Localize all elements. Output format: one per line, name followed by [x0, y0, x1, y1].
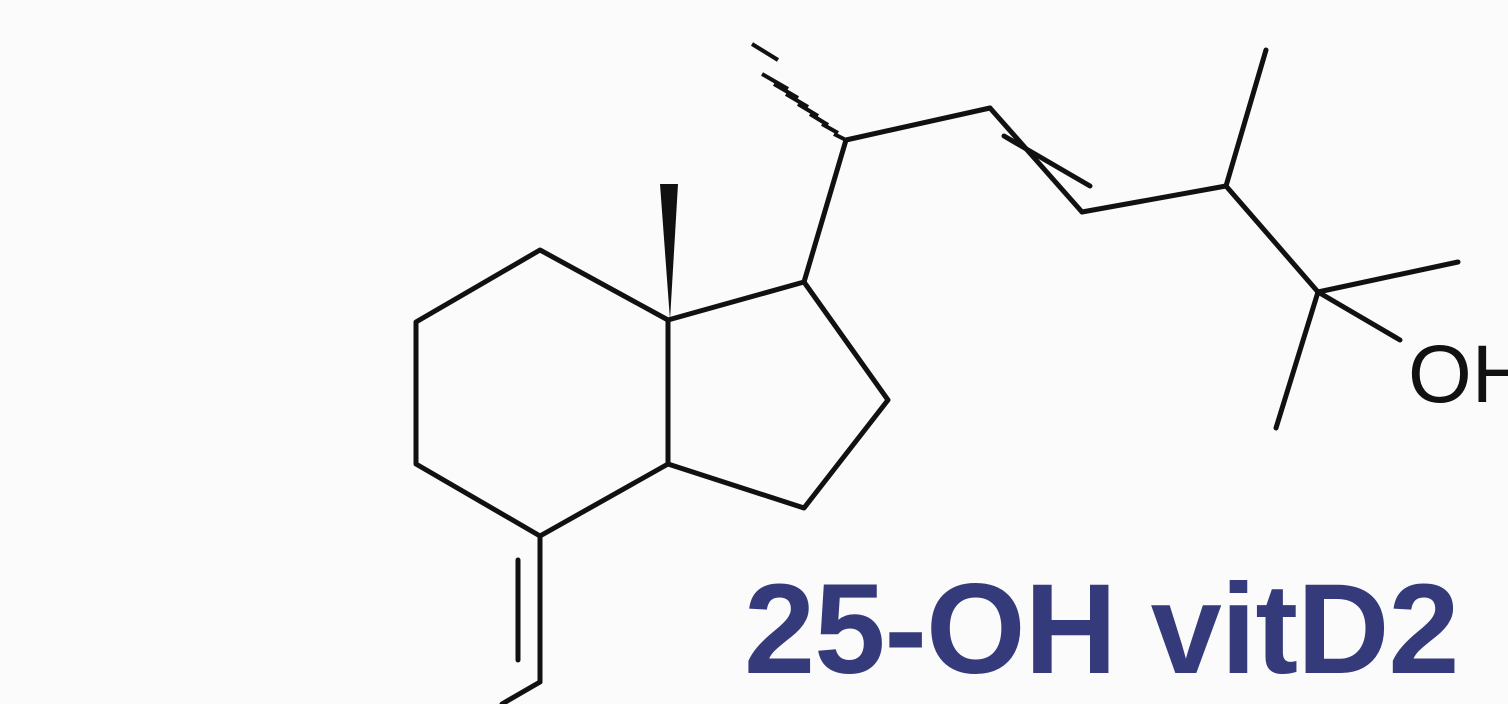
ring-bonds-five	[665, 279, 891, 511]
compound-name: 25-OH vitD2	[744, 558, 1460, 701]
trans-double-bond	[987, 105, 1093, 215]
ring-bonds-six	[413, 247, 671, 539]
c25-methyl-bond-upper	[1315, 259, 1461, 295]
hashed-methyl-bond	[750, 42, 847, 142]
side-chain	[750, 42, 1461, 431]
ring-to-c20-bond	[801, 137, 849, 285]
five-membered-ring	[665, 279, 891, 511]
hydroxyl-label: OH	[1408, 329, 1508, 420]
c24-methyl-bond	[1223, 47, 1269, 189]
angular-methyl-wedge-bond	[660, 184, 678, 320]
six-membered-ring	[413, 247, 671, 539]
c25-hydroxyl-bond	[1315, 289, 1403, 343]
c25-methyl-bond-lower	[1273, 289, 1321, 431]
exocyclic-double-bond	[499, 533, 543, 704]
